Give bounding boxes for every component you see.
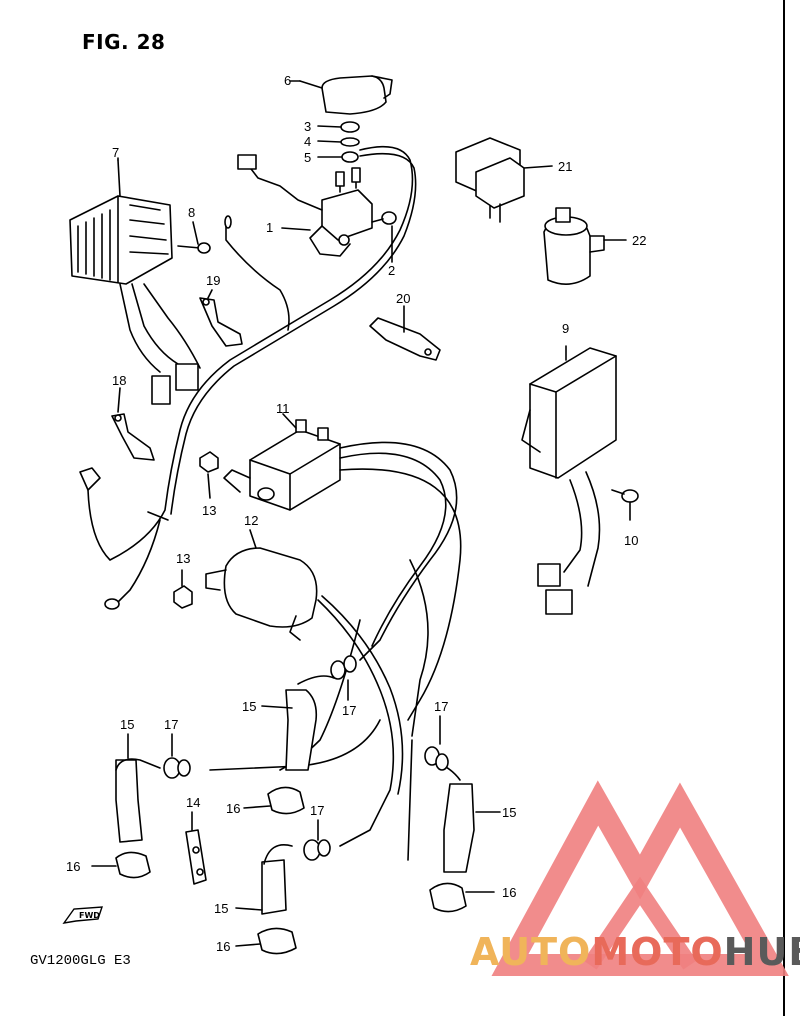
model-code: GV1200GLG E3 bbox=[30, 953, 131, 969]
ring-part-17-set bbox=[163, 655, 449, 861]
callout-17-bottom: 17 bbox=[310, 803, 325, 818]
screw-part-10 bbox=[611, 489, 639, 521]
watermark-part-auto: AUTO bbox=[470, 930, 592, 974]
callout-15-right: 15 bbox=[502, 805, 517, 820]
watermark-part-hub: HUB bbox=[723, 930, 800, 974]
callout-5: 5 bbox=[304, 150, 312, 165]
callout-20: 20 bbox=[396, 291, 411, 306]
callout-3: 3 bbox=[304, 119, 312, 134]
callout-11: 11 bbox=[276, 401, 290, 416]
bracket-part-18 bbox=[111, 387, 155, 461]
ignition-coil-part-11 bbox=[223, 413, 341, 511]
plug-cap-part-15-center bbox=[261, 675, 335, 771]
callout-15-bottom: 15 bbox=[214, 901, 229, 916]
callout-21: 21 bbox=[558, 159, 573, 174]
callout-8: 8 bbox=[188, 205, 196, 220]
fwd-arrow-icon: FWD bbox=[62, 906, 103, 924]
watermark-text: AUTOMOTOHUB bbox=[470, 930, 800, 974]
plug-cap-part-15-bottom bbox=[235, 844, 293, 915]
clamp-part-14 bbox=[185, 811, 207, 885]
callout-17-right: 17 bbox=[434, 699, 449, 714]
callout-2: 2 bbox=[388, 263, 396, 278]
callout-17-center: 17 bbox=[342, 703, 357, 718]
nut-part-13-upper bbox=[199, 451, 219, 499]
figure-title: FIG. 28 bbox=[82, 30, 166, 54]
boot-part-16-set bbox=[91, 786, 495, 955]
callout-16-center: 16 bbox=[226, 801, 241, 816]
callout-16-right: 16 bbox=[502, 885, 517, 900]
callout-13-upper: 13 bbox=[202, 503, 217, 518]
callout-13-lower: 13 bbox=[176, 551, 191, 566]
strap-part-20 bbox=[369, 305, 441, 361]
bracket-part-19 bbox=[199, 289, 243, 347]
callout-15-center: 15 bbox=[242, 699, 257, 714]
starter-relay-part-1 bbox=[237, 154, 373, 257]
nut-part-13-lower bbox=[173, 569, 193, 609]
ground-wire bbox=[224, 215, 290, 331]
switch-part-22 bbox=[543, 207, 627, 285]
callout-12: 12 bbox=[244, 513, 259, 528]
callout-17-left: 17 bbox=[164, 717, 179, 732]
nut-washers-parts-3-4-5 bbox=[317, 121, 360, 163]
relay-part-21 bbox=[455, 137, 553, 223]
callout-19: 19 bbox=[206, 273, 221, 288]
callout-16-left: 16 bbox=[66, 859, 81, 874]
callout-10: 10 bbox=[624, 533, 639, 548]
callout-16-bottom: 16 bbox=[216, 939, 231, 954]
callout-6: 6 bbox=[284, 73, 292, 88]
callout-9: 9 bbox=[562, 321, 570, 336]
watermark-part-moto: MOTO bbox=[591, 930, 724, 974]
screw-part-8 bbox=[177, 221, 211, 254]
callout-15-left: 15 bbox=[120, 717, 135, 732]
callout-22: 22 bbox=[632, 233, 647, 248]
high-tension-leads bbox=[209, 441, 462, 861]
callout-18: 18 bbox=[112, 373, 127, 388]
ignition-coil-part-12 bbox=[205, 529, 318, 641]
callout-4: 4 bbox=[304, 134, 312, 149]
plug-cap-part-15-left bbox=[115, 733, 161, 843]
watermark-logo-icon bbox=[491, 780, 789, 976]
callout-14: 14 bbox=[186, 795, 201, 810]
callout-1: 1 bbox=[266, 220, 274, 235]
terminal-cap-part-6 bbox=[299, 75, 393, 115]
callout-7: 7 bbox=[112, 145, 120, 160]
fwd-label: FWD bbox=[79, 911, 100, 920]
regulator-rectifier-part-7 bbox=[69, 159, 201, 405]
cdi-unit-part-9 bbox=[521, 345, 617, 615]
harness-main bbox=[79, 145, 417, 610]
page-edge bbox=[783, 0, 785, 1016]
